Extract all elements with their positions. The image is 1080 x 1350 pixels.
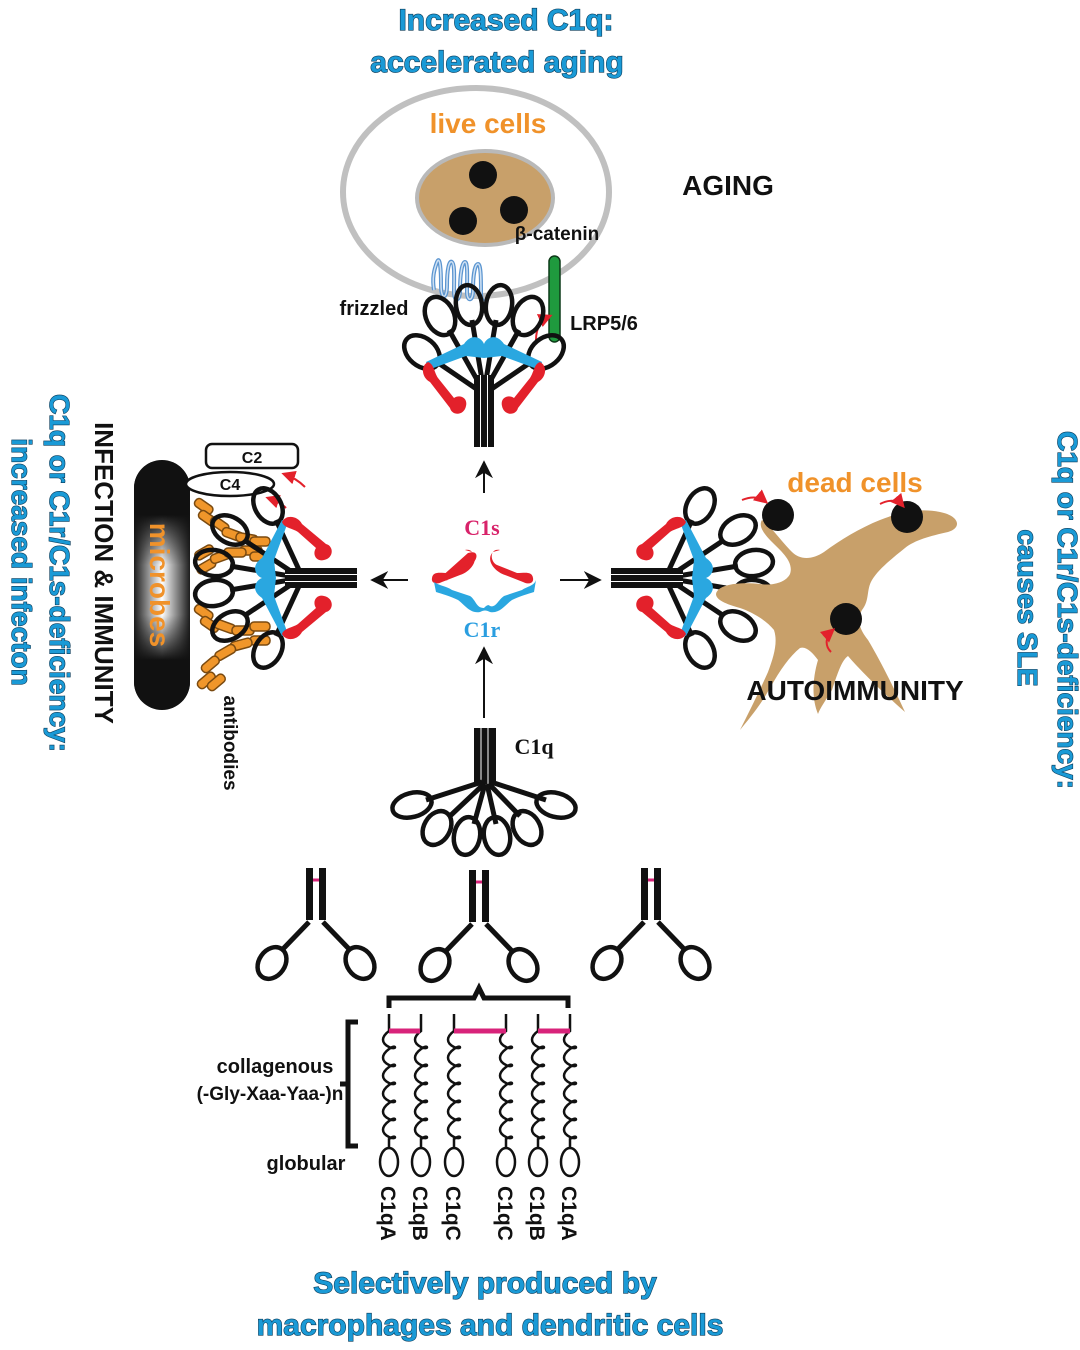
collagen-chain <box>562 1014 578 1148</box>
globular-head <box>527 1146 549 1178</box>
autoimmunity-label: AUTOIMMUNITY <box>746 675 964 706</box>
right-caption-line2: causes SLE <box>1012 529 1043 686</box>
frizzled-label: frizzled <box>340 298 409 320</box>
lrp-label: LRP5/6 <box>570 313 638 335</box>
globular-head <box>559 1146 581 1178</box>
left-caption-line1: C1q or C1r/C1s-deficiency: <box>44 394 75 752</box>
beta-catenin-dot <box>500 196 528 224</box>
c1q-subunit <box>418 870 540 984</box>
c1q-molecule <box>390 728 578 858</box>
c1-complex-left <box>192 486 357 670</box>
live-cell <box>340 85 612 299</box>
globular-head <box>495 1146 517 1178</box>
red-binding-arrow-icon <box>741 489 769 504</box>
collagen-chains <box>378 1014 581 1178</box>
red-binding-arrow-icon <box>281 470 306 488</box>
chain-label: C1qA <box>376 1186 399 1241</box>
left-brace <box>340 1019 358 1149</box>
top-caption-line1: Increased C1q: <box>398 4 613 37</box>
c1q-subunit <box>255 868 377 982</box>
antibodies-label: antibodies <box>219 695 240 790</box>
dead-cells-label: dead cells <box>787 467 922 498</box>
c2-label: C2 <box>242 450 263 467</box>
beta-catenin-dot <box>469 161 497 189</box>
red-binding-arrow-icon <box>265 494 287 509</box>
globular-head <box>378 1146 400 1178</box>
chain-labels: C1qA C1qB C1qC C1qC C1qB C1qA <box>376 1186 580 1241</box>
globular-head <box>410 1146 432 1178</box>
c1-complex-right <box>611 486 776 670</box>
collagen-chain <box>446 1014 462 1148</box>
c1q-subunit <box>590 868 712 982</box>
bottom-caption-line2: macrophages and dendritic cells <box>257 1309 724 1342</box>
lrp-receptor-icon <box>548 255 561 343</box>
left-caption-line2: increased infecton <box>6 438 37 685</box>
top-caption-line2: accelerated aging <box>370 46 623 79</box>
chain-label: C1qC <box>441 1186 464 1241</box>
microbes-label: microbes <box>144 523 175 648</box>
chain-label: C1qC <box>493 1186 516 1241</box>
collagen-chain <box>381 1014 397 1148</box>
c1r-c1s-tetramer <box>431 549 536 613</box>
c4-component <box>184 470 276 498</box>
globular-head <box>443 1146 465 1178</box>
live-cells-label: live cells <box>430 108 547 139</box>
chain-label: C1qA <box>557 1186 580 1241</box>
chain-label: C1qB <box>408 1186 431 1241</box>
top-brace <box>386 982 571 1008</box>
collagen-chain <box>530 1014 546 1148</box>
microbe-bar <box>134 460 190 710</box>
globular-label: globular <box>267 1153 346 1175</box>
dead-cell-dot <box>830 603 862 635</box>
collagen-chain <box>498 1014 514 1148</box>
c2-component <box>204 442 300 470</box>
aging-label: AGING <box>682 170 774 201</box>
c1q-label: C1q <box>514 734 554 759</box>
red-binding-arrow-icon <box>819 628 836 653</box>
c4-label: C4 <box>220 477 241 494</box>
c1s-label: C1s <box>464 515 500 540</box>
c1-complex-top <box>401 282 567 447</box>
beta-catenin-dot <box>449 207 477 235</box>
red-binding-arrow-icon <box>879 492 905 509</box>
collagen-chain <box>413 1014 429 1148</box>
right-caption-line1: C1q or C1r/C1s-deficiency: <box>1052 431 1080 789</box>
collagenous-sequence-label: (-Gly-Xaa-Yaa-)n <box>197 1084 344 1105</box>
dead-cell-dot <box>891 501 923 533</box>
chain-label: C1qB <box>525 1186 548 1241</box>
beta-catenin-label: β-catenin <box>515 224 599 245</box>
c1r-label: C1r <box>464 617 501 642</box>
dead-cell-dot <box>762 499 794 531</box>
infection-immunity-label: INFECTION & IMMUNITY <box>89 422 119 724</box>
bottom-caption-line1: Selectively produced by <box>313 1267 657 1300</box>
collagenous-label: collagenous <box>217 1056 334 1078</box>
